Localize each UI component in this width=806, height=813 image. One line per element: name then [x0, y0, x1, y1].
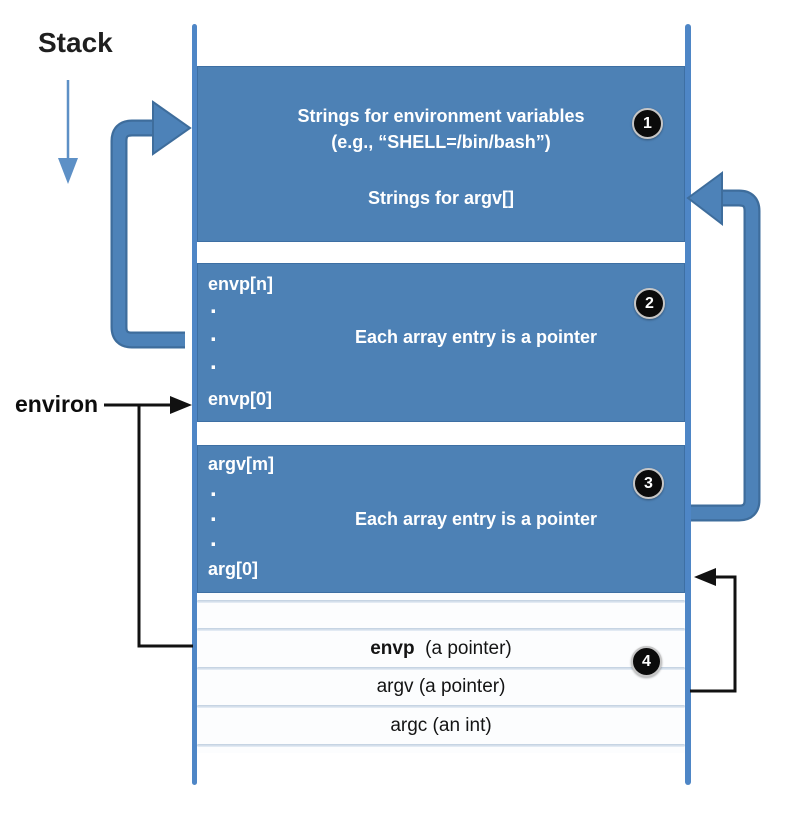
argv-0-label: arg[0]: [208, 559, 259, 579]
ellipsis-dot: .: [210, 348, 217, 375]
row-divider: [197, 667, 685, 670]
envp-n-label: envp[n]: [208, 274, 273, 294]
badge-1: 1: [632, 108, 663, 139]
right-arrowhead-icon: [152, 100, 192, 156]
ellipsis-dot: .: [210, 500, 217, 527]
env-strings-line1: Strings for environment variables: [297, 106, 585, 126]
stack-title: Stack: [38, 27, 113, 58]
argv-array-block: argv[m] . . . arg[0] Each array entry is…: [197, 445, 685, 593]
argv-array-note: Each array entry is a pointer: [354, 509, 598, 529]
argv-pointer-row: argv (a pointer): [376, 676, 506, 697]
badge-2: 2: [634, 288, 665, 319]
main-args-rows: envp (a pointer) argv (a pointer) argc (…: [197, 593, 685, 753]
argv-m-label: argv[m]: [208, 454, 275, 474]
envp-row-desc: (a pointer): [414, 638, 512, 659]
argv-strings-line: Strings for argv[]: [367, 188, 514, 208]
argv-entries-to-strings-arrow: [686, 171, 761, 522]
ellipsis-dot: .: [210, 475, 217, 502]
env-strings-line2: (e.g., “SHELL=/bin/bash”): [331, 132, 551, 152]
badge-4: 4: [631, 646, 662, 677]
environ-pointer-arrow: [104, 396, 192, 414]
env-strings-block: Strings for environment variables (e.g.,…: [197, 66, 685, 242]
argc-row: argc (an int): [390, 715, 492, 736]
envp-pointer-row: envp (a pointer): [197, 630, 685, 668]
row-divider: [197, 744, 685, 747]
ellipsis-dot: .: [210, 525, 217, 552]
stack-left-rail: [192, 24, 197, 785]
down-arrowhead-icon: [58, 158, 78, 184]
envp-entries-to-strings-arrow: [110, 100, 192, 349]
argv-row-connector: [690, 568, 737, 693]
badge-3: 3: [633, 468, 664, 499]
ellipsis-dot: .: [210, 292, 217, 319]
envp-0-label: envp[0]: [208, 389, 273, 409]
row-divider: [197, 628, 685, 631]
envp-row-connector: [137, 405, 193, 648]
row-divider: [197, 705, 685, 708]
stack-right-rail: [685, 24, 691, 785]
left-arrowhead-icon: [686, 171, 723, 227]
ellipsis-dot: .: [210, 320, 217, 347]
row-divider: [197, 600, 685, 603]
environ-label: environ: [15, 391, 99, 417]
envp-array-block: envp[n] . . . envp[0] Each array entry i…: [197, 263, 685, 422]
right-arrowhead-icon: [170, 396, 192, 414]
envp-array-note: Each array entry is a pointer: [354, 327, 598, 347]
left-arrowhead-icon: [694, 568, 716, 586]
envp-row-name: envp: [370, 638, 415, 659]
stack-direction-arrow: [58, 80, 78, 184]
